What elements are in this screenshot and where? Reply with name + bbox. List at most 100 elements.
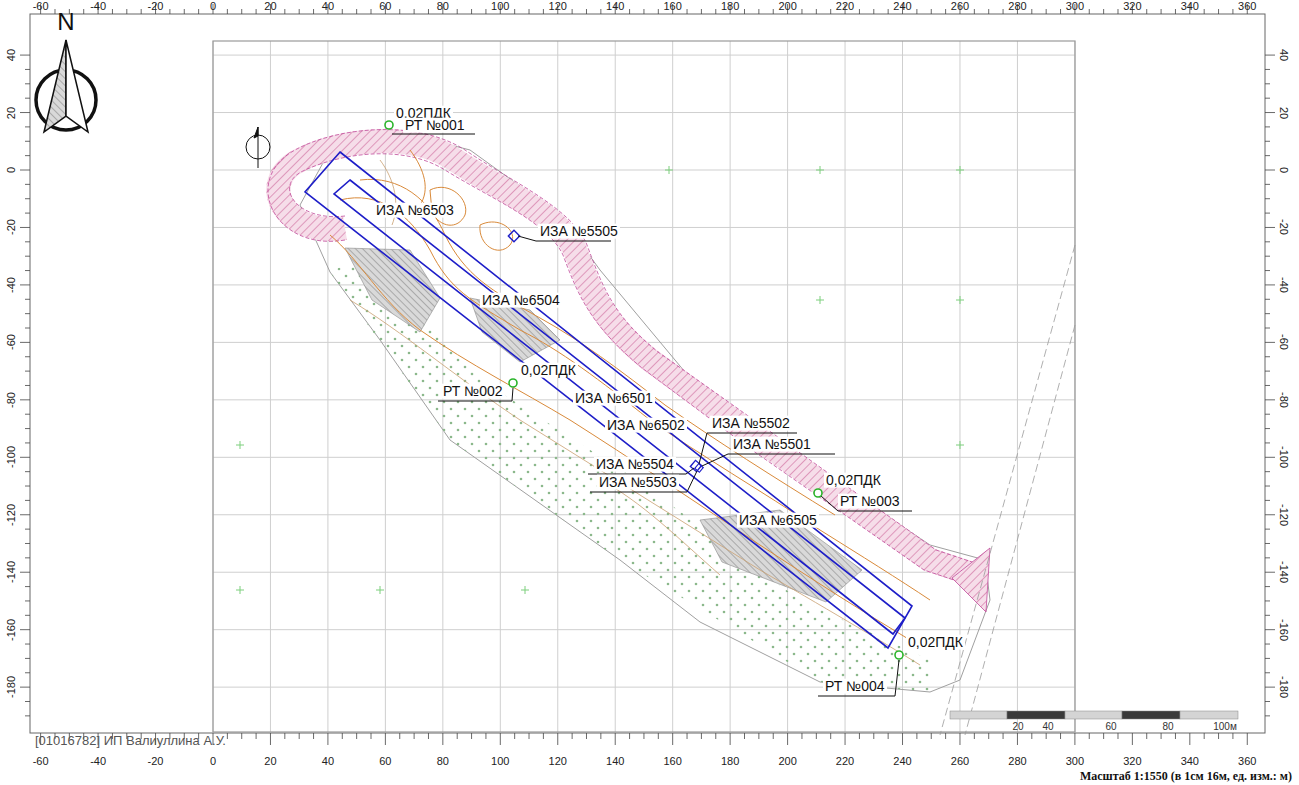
ruler-tick [1265, 658, 1270, 659]
ruler-number: -40 [90, 756, 106, 768]
grid-cross [521, 586, 529, 594]
ruler-tick [25, 198, 30, 199]
ruler-tick [1232, 9, 1233, 14]
grid-line [959, 41, 960, 732]
ruler-tick [514, 9, 515, 14]
ruler-tick [687, 733, 688, 739]
ruler-tick [414, 9, 415, 14]
grid-line [557, 41, 558, 732]
ruler-tick [801, 733, 802, 739]
ruler-tick [1265, 328, 1270, 329]
ruler-tick [514, 733, 515, 739]
ruler-number: 300 [1066, 756, 1084, 768]
ruler-tick [25, 442, 30, 443]
ruler-tick [20, 112, 30, 113]
ruler-tick [1265, 155, 1270, 156]
grid-cross [956, 166, 964, 174]
ruler-tick [1265, 557, 1270, 558]
ruler-number: 340 [1181, 756, 1199, 768]
ruler-tick [227, 733, 228, 739]
ruler-number: 80 [437, 1, 449, 13]
ruler-tick [701, 9, 702, 14]
point-label: РТ №003 [838, 494, 902, 509]
ruler-tick [529, 733, 530, 739]
source-label: ИЗА №6502 [605, 418, 687, 433]
coordinate-grid [213, 41, 1075, 732]
ruler-tick [830, 9, 831, 14]
ruler-number: 300 [1066, 1, 1084, 13]
ruler-tick [1017, 733, 1018, 745]
ruler-tick [25, 356, 30, 357]
ruler-tick [1265, 342, 1275, 343]
scale-number: 40 [1042, 722, 1053, 733]
source-label: ИЗА №6505 [737, 513, 819, 528]
ruler-tick [1031, 9, 1032, 14]
ruler-tick [1265, 98, 1270, 99]
ruler-tick [1089, 9, 1090, 14]
ruler-number: 260 [951, 756, 969, 768]
ruler-tick [327, 733, 328, 745]
ruler-number: -60 [33, 756, 49, 768]
ruler-number: -160 [1277, 619, 1289, 641]
ruler-number: -20 [6, 220, 18, 236]
ruler-number: 320 [1123, 756, 1141, 768]
grid-line [1017, 41, 1018, 732]
ruler-tick [1265, 385, 1270, 386]
ruler-tick [615, 733, 616, 745]
ruler-number: -80 [1277, 392, 1289, 408]
ruler-tick [25, 500, 30, 501]
ruler-number: -40 [6, 277, 18, 293]
ruler-tick [730, 733, 731, 745]
ruler-tick [25, 385, 30, 386]
ruler-tick [1265, 414, 1270, 415]
ruler-tick [20, 227, 30, 228]
ruler-number: 240 [893, 1, 911, 13]
ruler-tick [256, 733, 257, 739]
ruler-tick [1103, 9, 1104, 14]
ruler-tick [1265, 399, 1275, 400]
grid-cross [956, 296, 964, 304]
north-arrow [36, 40, 96, 132]
ruler-number: 0 [1277, 167, 1289, 173]
ruler-number: 20 [264, 1, 276, 13]
ruler-tick [715, 9, 716, 14]
ruler-tick [25, 213, 30, 214]
ruler-tick [1265, 615, 1270, 616]
ruler-tick [54, 9, 55, 14]
ruler-tick [356, 733, 357, 739]
ruler-tick [1161, 733, 1162, 739]
ruler-tick [1265, 687, 1275, 688]
ruler-number: 340 [1181, 1, 1199, 13]
ruler-tick [758, 733, 759, 739]
ruler-tick [1218, 733, 1219, 739]
scale-number: 100м [1213, 722, 1237, 733]
ruler-tick [1265, 256, 1270, 257]
ruler-tick [25, 672, 30, 673]
ruler-tick [299, 733, 300, 739]
pollution-level: 0,02ПДК [906, 635, 965, 650]
ruler-tick [25, 126, 30, 127]
ruler-tick [1265, 529, 1270, 530]
ruler-tick [25, 644, 30, 645]
boundary-line [940, 245, 1075, 735]
ruler-tick [1265, 69, 1270, 70]
grid-cross [376, 586, 384, 594]
ruler-tick [20, 514, 30, 515]
ruler-tick [25, 529, 30, 530]
ruler-tick [1265, 715, 1270, 716]
ruler-tick [959, 733, 960, 745]
grid-cross [956, 441, 964, 449]
pollution-level: 0,02ПДК [824, 473, 883, 488]
source-label: ИЗА №5505 [538, 224, 620, 239]
road-edge [290, 154, 972, 586]
ruler-tick [1265, 629, 1275, 630]
ruler-tick [1117, 9, 1118, 14]
ruler-tick [20, 457, 30, 458]
ruler-tick [1146, 733, 1147, 739]
ruler-tick [1265, 442, 1270, 443]
ruler-tick [1265, 270, 1270, 271]
ruler-tick [1175, 9, 1176, 14]
ruler-tick [1265, 241, 1270, 242]
ruler-tick [20, 399, 30, 400]
ruler-tick [643, 9, 644, 14]
